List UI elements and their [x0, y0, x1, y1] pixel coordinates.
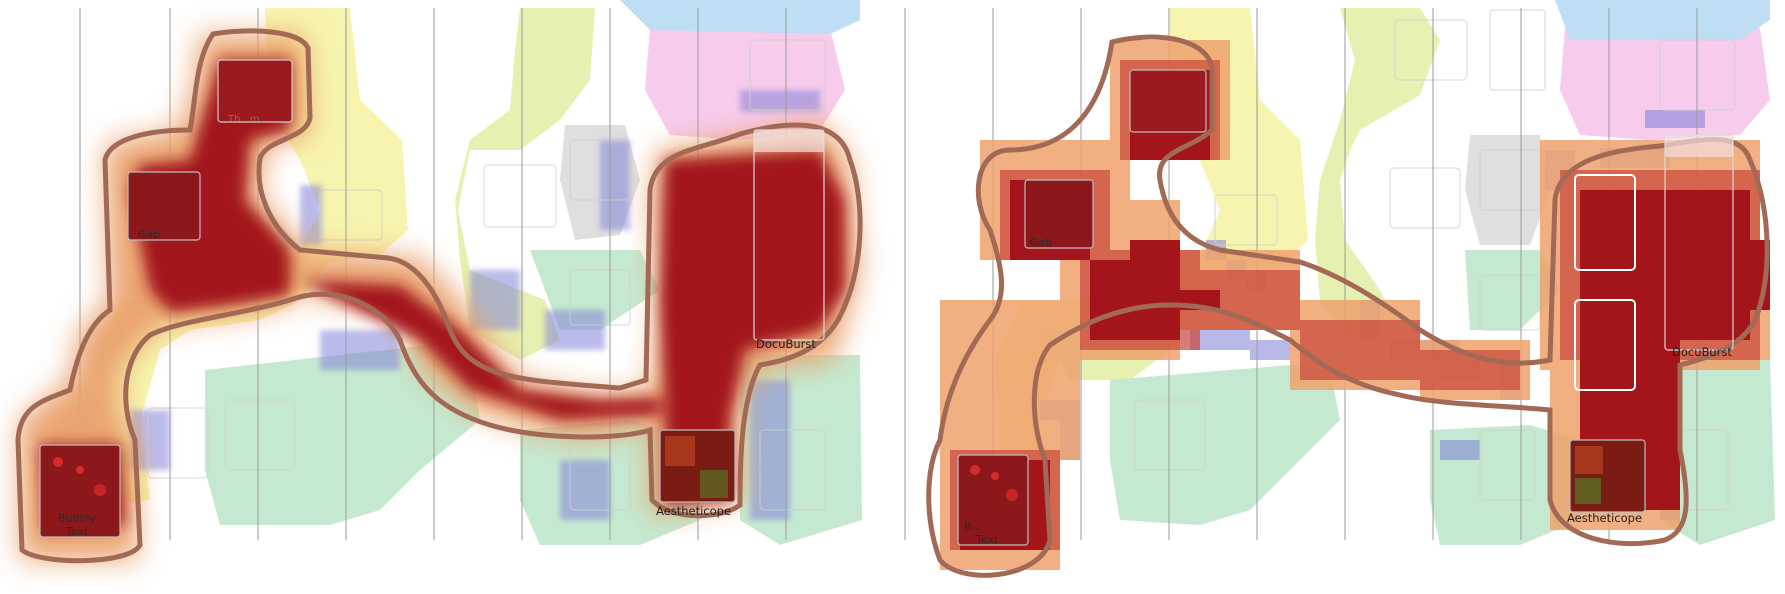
- right-set-blue: [1555, 0, 1770, 40]
- right-node-docuburst: DocuBurst: [1574, 134, 1734, 391]
- left-node-thm-label: Th...m: [227, 114, 260, 125]
- left-set-blue: [620, 0, 860, 34]
- right-node-aestheticope: Aestheticope: [1567, 439, 1646, 525]
- right-set-pink: [1560, 28, 1770, 140]
- right-set-green-2: [1465, 250, 1560, 330]
- right-node-aestheticope-label: Aestheticope: [1567, 511, 1642, 525]
- left-faint-nodes: [147, 39, 826, 511]
- left-node-docuburst-label: DocuBurst: [756, 337, 816, 351]
- left-heat-core: [40, 60, 845, 530]
- left-set-yellow: [95, 8, 408, 505]
- right-node-bubbly: B... Text: [957, 454, 1029, 546]
- right-node-top: [1129, 69, 1207, 133]
- left-set-lime: [455, 8, 595, 360]
- left-heat-outline: [15, 28, 863, 564]
- left-node-aestheticope-label: Aestheticope: [656, 504, 731, 518]
- right-set-green-4: [1660, 360, 1775, 545]
- left-node-bubbly-label-1: Bubbly: [58, 512, 97, 525]
- right-node-bubbly-label-1: B...: [964, 520, 982, 533]
- left-node-thm: Th...m: [217, 59, 293, 125]
- right-node-gab: Gab: [1024, 179, 1094, 249]
- right-node-bubbly-label-2: Text: [975, 533, 999, 546]
- left-panel: Th...m Gab Bubbly Text DocuBurst: [0, 0, 880, 594]
- left-nodes: Th...m Gab Bubbly Text DocuBurst: [39, 59, 825, 538]
- right-panel: Gab B... Text DocuBurst Aes: [904, 0, 1785, 594]
- right-set-green: [1110, 365, 1340, 525]
- left-node-docuburst: DocuBurst: [753, 129, 825, 351]
- right-heat-outline: [926, 34, 1770, 578]
- right-set-lime: [1315, 8, 1440, 340]
- right-faint-nodes: [1134, 9, 1736, 511]
- left-node-bubbly: Bubbly Text: [39, 444, 121, 538]
- left-node-gab: Gab: [127, 171, 201, 241]
- right-nodes: Gab B... Text DocuBurst Aes: [957, 69, 1734, 546]
- right-node-gab-label: Gab: [1030, 236, 1052, 249]
- left-node-gab-label: Gab: [138, 228, 160, 241]
- right-set-gray: [1465, 135, 1550, 245]
- right-node-docuburst-label: DocuBurst: [1672, 345, 1732, 359]
- left-node-aestheticope: Aestheticope: [656, 429, 736, 518]
- left-set-green: [205, 345, 480, 525]
- left-node-bubbly-label-2: Text: [65, 525, 89, 538]
